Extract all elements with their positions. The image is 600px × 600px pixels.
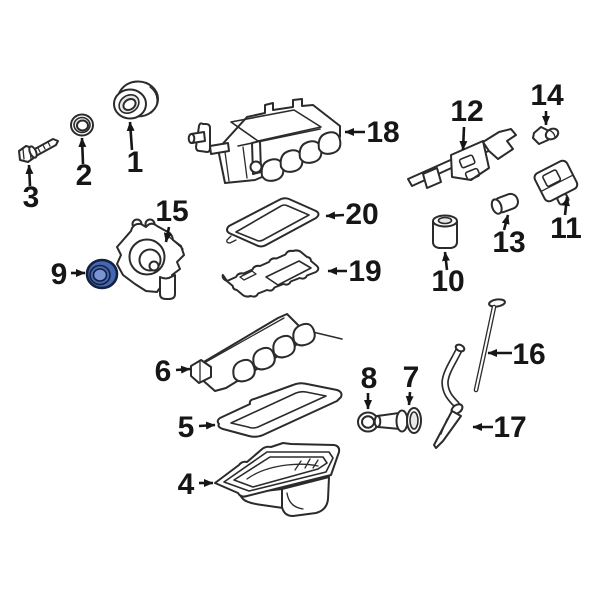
part-14-label: 14 [530, 79, 564, 112]
part-13-label: 13 [492, 226, 525, 259]
part-17-label: 17 [493, 411, 526, 444]
part-17-dipstick-tube[interactable] [433, 343, 466, 449]
part-20-label: 20 [345, 198, 378, 231]
part-7-label: 7 [403, 361, 420, 394]
part-1-crankshaft-pulley[interactable] [113, 80, 159, 120]
part-10-oil-filter[interactable] [432, 214, 458, 249]
part-16-label: 16 [512, 338, 545, 371]
part-16-dipstick[interactable] [473, 298, 506, 393]
part-10-label: 10 [431, 265, 464, 298]
callout-5[interactable]: 5 [178, 411, 216, 444]
part-9-seal-highlighted[interactable] [85, 258, 119, 290]
part-12-label: 12 [450, 95, 483, 128]
callout-13-arrow [501, 214, 510, 231]
callout-18[interactable]: 18 [344, 116, 400, 149]
callout-15[interactable]: 15 [155, 195, 189, 243]
callout-2[interactable]: 2 [76, 137, 93, 192]
callout-2-arrow [78, 137, 87, 165]
part-4-label: 4 [178, 468, 195, 501]
part-7-drain-plug[interactable] [373, 407, 422, 434]
part-19-label: 19 [348, 255, 381, 288]
callout-15-arrow [163, 226, 172, 243]
callout-5-arrow [198, 421, 216, 430]
callout-8[interactable]: 8 [361, 362, 378, 410]
part-11-module[interactable] [533, 159, 583, 210]
oil-filter-body [432, 221, 458, 249]
callout-12-arrow [459, 126, 468, 151]
part-2-seal[interactable] [70, 113, 94, 137]
part-2-label: 2 [76, 159, 93, 192]
callout-11[interactable]: 11 [550, 196, 582, 245]
callout-6[interactable]: 6 [155, 355, 191, 388]
callout-9[interactable]: 9 [51, 258, 86, 291]
part-3-label: 3 [23, 181, 40, 214]
part-5-label: 5 [178, 411, 195, 444]
callout-14[interactable]: 14 [530, 79, 564, 126]
callout-7-arrow [405, 391, 414, 406]
callout-3[interactable]: 3 [23, 164, 40, 214]
part-20-gasket[interactable] [226, 197, 320, 248]
callout-20-arrow [325, 211, 345, 220]
callout-3-arrow [25, 164, 34, 187]
callout-1-arrow [126, 121, 135, 151]
part-4-oil-pan[interactable] [214, 442, 341, 517]
callout-20[interactable]: 20 [325, 198, 379, 231]
callout-17[interactable]: 17 [472, 411, 527, 444]
callout-7[interactable]: 7 [403, 361, 420, 406]
part-15-label: 15 [155, 195, 188, 228]
callout-19[interactable]: 19 [327, 255, 382, 288]
part-18-label: 18 [366, 116, 399, 149]
callout-4[interactable]: 4 [178, 468, 214, 501]
callout-10-arrow [442, 251, 450, 271]
part-18-intake-manifold[interactable] [187, 98, 342, 184]
part-1-label: 1 [127, 146, 144, 179]
callout-10[interactable]: 10 [431, 251, 465, 298]
callout-16[interactable]: 16 [487, 338, 546, 371]
part-6-label: 6 [155, 355, 172, 388]
part-19-gasket[interactable] [221, 249, 320, 298]
part-11-label: 11 [550, 212, 582, 245]
part-8-label: 8 [361, 362, 378, 395]
part-13-cap[interactable] [490, 192, 520, 215]
callout-6-arrow [175, 365, 191, 374]
part-14-sensor[interactable] [532, 126, 560, 145]
callout-13[interactable]: 13 [492, 214, 526, 259]
part-3-bolt[interactable] [18, 138, 59, 163]
callout-1[interactable]: 1 [126, 121, 144, 179]
part-5-oil-pan-gasket[interactable] [216, 382, 343, 438]
callout-11-arrow [562, 196, 570, 216]
part-9-label: 9 [51, 258, 68, 291]
part-6-windage-tray[interactable] [190, 313, 343, 392]
callout-12[interactable]: 12 [450, 95, 484, 151]
part-12-bracket-assembly[interactable] [407, 128, 517, 189]
part-15-oil-pump[interactable] [116, 218, 185, 300]
